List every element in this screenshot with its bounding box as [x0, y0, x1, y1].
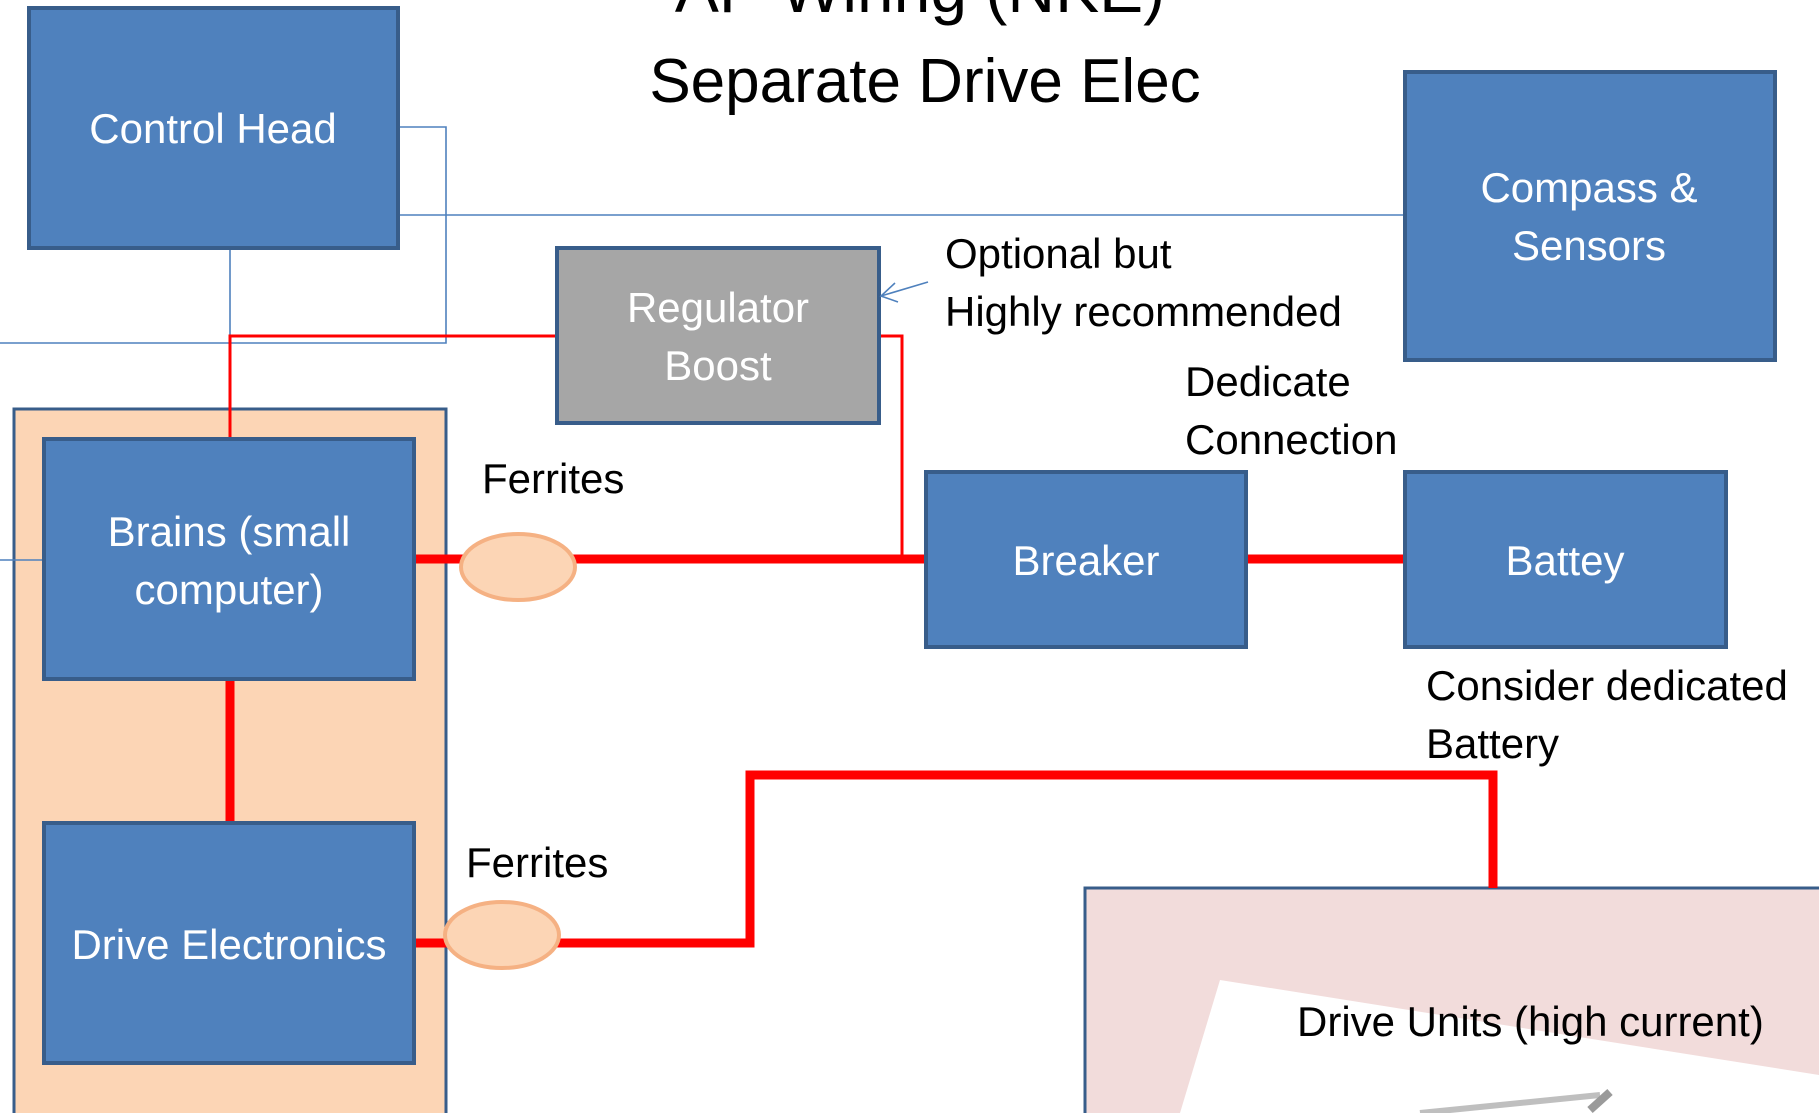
wire-regulator-to-brains [228, 334, 557, 439]
wire-control-loop [0, 126, 447, 344]
compass-sensors-box: Compass & Sensors [1403, 70, 1777, 362]
drive-electronics-box: Drive Electronics [42, 821, 416, 1065]
compass-label-line1: Compass & [1480, 164, 1697, 211]
ferrites-top-label: Ferrites [482, 455, 624, 502]
brains-label-line2: computer) [134, 566, 323, 613]
drive-units-label: Drive Units (high current) [1297, 998, 1764, 1045]
consider-note-line1: Consider dedicated [1426, 662, 1788, 709]
regulator-label-line1: Regulator [627, 284, 809, 331]
dedicate-note-line2: Connection [1185, 416, 1397, 463]
brains-label-line1: Brains (small [108, 508, 351, 555]
battery-box: Battey [1403, 470, 1728, 649]
drive-unit-picture [1180, 980, 1819, 1113]
ferrite-top [459, 532, 577, 602]
breaker-label: Breaker [1012, 537, 1159, 584]
breaker-box: Breaker [924, 470, 1248, 649]
control-head-box: Control Head [27, 6, 400, 250]
optional-note-line1: Optional but [945, 230, 1172, 277]
regulator-label-line2: Boost [664, 342, 772, 389]
dedicate-note-line1: Dedicate [1185, 358, 1351, 405]
brains-box: Brains (small computer) [42, 437, 416, 681]
regulator-boost-box: Regulator Boost [555, 246, 881, 425]
compass-label-line2: Sensors [1512, 222, 1666, 269]
ferrite-bottom [443, 900, 561, 970]
power-wires [225, 334, 1498, 948]
title-line1: AP Wiring (NKE) [675, 0, 1165, 26]
title-line2: Separate Drive Elec [649, 47, 1200, 116]
wire-regulator-to-breaker [879, 334, 904, 559]
control-head-label: Control Head [89, 105, 336, 152]
battery-label: Battey [1505, 537, 1624, 584]
optional-note-arrow [879, 281, 929, 303]
optional-note-line2: Highly recommended [945, 288, 1342, 335]
drive-electronics-label: Drive Electronics [71, 921, 386, 968]
wire-drive-to-drive-units [414, 770, 1498, 948]
ferrites-bottom-label: Ferrites [466, 839, 608, 886]
consider-note-line2: Battery [1426, 720, 1559, 767]
